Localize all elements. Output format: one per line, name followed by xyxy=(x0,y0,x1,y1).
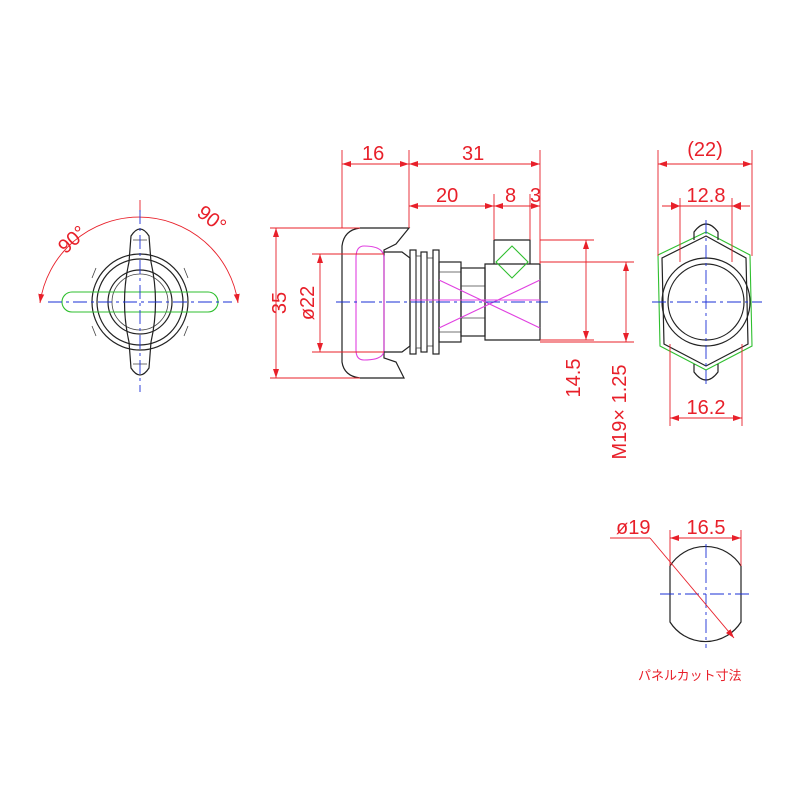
dim-height: 35 xyxy=(269,292,291,314)
dim-cutout-diameter: ø19 xyxy=(616,517,650,539)
dim-cutout-flat: 16.5 xyxy=(687,517,726,539)
angle-label-left: 90° xyxy=(54,222,91,259)
dim-body-length: 20 xyxy=(436,185,458,207)
dim-line-19 xyxy=(649,537,735,639)
dim-diameter: ø22 xyxy=(297,286,319,320)
cutout-caption: パネルカット寸法 xyxy=(638,669,742,684)
dim-overall-length: 31 xyxy=(462,143,484,165)
rotation-arc xyxy=(38,216,240,304)
handle-cam-outline xyxy=(355,245,385,361)
handle-vertical xyxy=(123,228,157,376)
dim-thread: M19× 1.25 xyxy=(609,364,631,459)
rear-view: (22) 12.8 16.2 xyxy=(652,139,762,426)
dim-cam-height: 14.5 xyxy=(563,359,585,398)
panel-cutout: ø19 16.5 パネルカット寸法 xyxy=(610,517,752,684)
dim-cam-offset: 3 xyxy=(530,185,541,207)
side-view: 16 31 20 8 3 35 ø22 14.5 M19× 1.25 xyxy=(269,143,634,460)
front-view: 90° 90° xyxy=(38,200,240,392)
cutout-outline xyxy=(669,545,742,643)
angle-label-right: 90° xyxy=(193,201,230,237)
dim-rear-bottom: 16.2 xyxy=(687,397,726,419)
dim-rear-overall: (22) xyxy=(687,139,723,161)
handle-side xyxy=(341,227,411,379)
dim-rear-inner: 12.8 xyxy=(687,185,726,207)
dim-handle-length: 16 xyxy=(362,143,384,165)
dim-cam-length: 8 xyxy=(505,185,516,207)
